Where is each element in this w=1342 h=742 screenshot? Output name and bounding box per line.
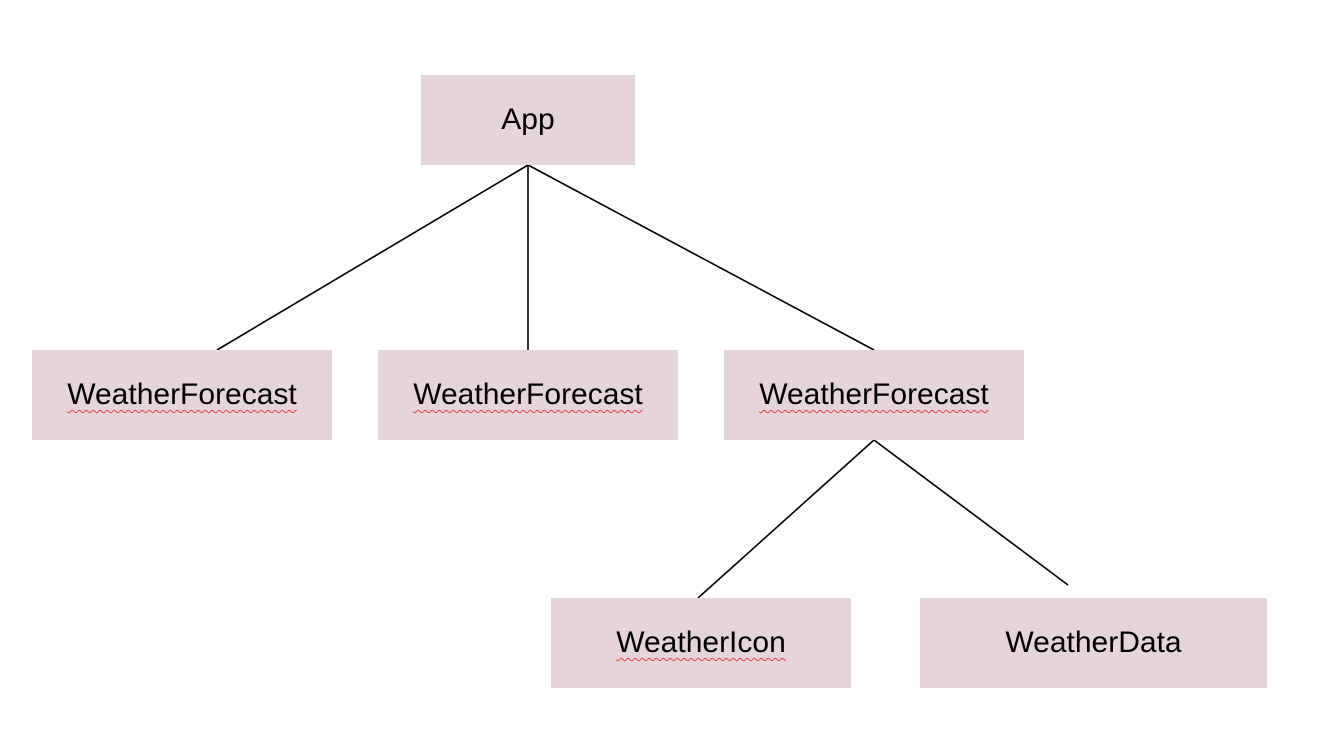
node-weather-data-label: WeatherData [1005,626,1182,659]
node-app: App [421,75,635,165]
node-weather-forecast-1-label: WeatherForecast [67,378,297,411]
node-weather-forecast-1: WeatherForecast [32,350,332,440]
node-weather-data: WeatherData [920,598,1267,688]
node-weather-forecast-2-label: WeatherForecast [413,378,643,411]
node-app-label: App [501,103,555,136]
node-weather-forecast-3: WeatherForecast [724,350,1024,440]
node-weather-forecast-3-label: WeatherForecast [759,378,989,411]
node-weather-icon: WeatherIcon [551,598,851,688]
node-weather-icon-label: WeatherIcon [616,626,786,659]
edge-app-wf1 [216,164,529,351]
edge-wf3-data [873,439,1069,586]
edge-app-wf3 [527,164,875,351]
node-weather-forecast-2: WeatherForecast [378,350,678,440]
edge-wf3-icon [697,439,875,599]
